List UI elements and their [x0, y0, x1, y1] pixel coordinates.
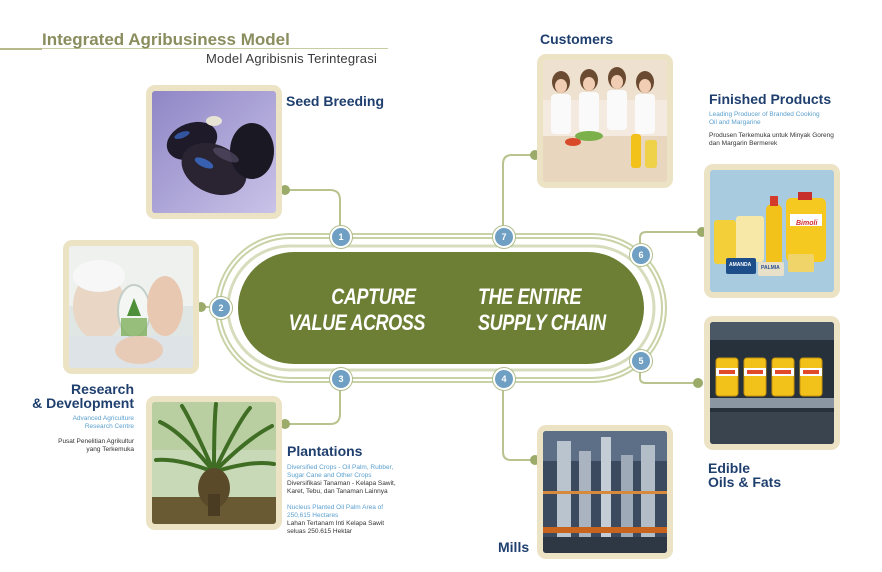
stage-number-4: 4: [493, 368, 515, 390]
stage-number-7: 7: [493, 226, 515, 248]
stage-number-6: 6: [630, 244, 652, 266]
connector-dot-4: [530, 455, 540, 465]
stage-title-research: Research & Development: [20, 382, 134, 410]
oil-production-line-image: [710, 322, 834, 444]
plantations-desc-en-1: Diversified Crops - Oil Palm, Rubber, Su…: [287, 464, 394, 480]
stage-title-plantations: Plantations: [287, 443, 363, 459]
stage-title-mills: Mills: [498, 539, 530, 555]
product-brand-label: Bimoli: [796, 220, 818, 227]
finished-products-photo: Bimoli AMANDA PALMIA: [704, 164, 840, 298]
center-pill: [238, 252, 644, 364]
connector-dot-2: [196, 302, 206, 312]
palm-tree-image: [152, 402, 276, 524]
stage-title-edible-oils-line2: Oils & Fats: [708, 474, 782, 490]
finished-products-desc-id: Produsen Terkemuka untuk Minyak Goreng d…: [709, 132, 834, 148]
research-desc-id: Pusat Penelitian Agrikultur yang Terkemu…: [58, 438, 134, 454]
stage-number-3: 3: [330, 368, 352, 390]
slogan-left-line1: CAPTURE: [331, 284, 416, 309]
stage-number-5: 5: [630, 350, 652, 372]
stage-number-1: 1: [330, 226, 352, 248]
slogan-left: CAPTURE VALUE ACROSS: [289, 284, 426, 336]
title-rule: [42, 48, 388, 49]
slogan-right: THE ENTIRE SUPPLY CHAIN: [478, 284, 606, 336]
plantations-desc-en-2: Nucleus Planted Oil Palm Area of 250,615…: [287, 504, 384, 520]
stage-title-edible-oils-line1: Edible: [708, 460, 751, 476]
connector-dot-3: [280, 419, 290, 429]
title-rule-accent: [0, 48, 42, 50]
product-margarine-label-2: PALMIA: [761, 265, 780, 271]
slogan-left-line2: VALUE ACROSS: [288, 310, 426, 335]
plantations-desc-id-1: Diversifikasi Tanaman - Kelapa Sawit, Ka…: [287, 480, 396, 496]
page-title: Integrated Agribusiness Model: [42, 30, 290, 49]
slogan-right-line2: SUPPLY CHAIN: [478, 310, 606, 335]
connector-lines: [201, 154, 700, 461]
plantations-desc-id-2: Lahan Tertanam Inti Kelapa Sawit seluas …: [287, 520, 385, 536]
customers-kitchen-image: [543, 60, 667, 182]
connector-dot-5: [693, 378, 703, 388]
finished-products-desc-en: Leading Producer of Branded Cooking Oil …: [709, 111, 820, 127]
research-desc-en: Advanced Agriculture Research Centre: [72, 415, 134, 431]
stage-title-research-line1: Research: [70, 381, 134, 397]
researcher-image: [69, 246, 193, 368]
product-margarine-label-1: AMANDA: [729, 262, 752, 268]
stage-title-research-line2: & Development: [32, 395, 134, 411]
research-photo: [63, 240, 199, 374]
customers-photo: [537, 54, 673, 188]
stage-title-edible-oils: Edible Oils & Fats: [708, 461, 781, 489]
mill-machinery-image: [543, 431, 667, 553]
slogan-right-line1: THE ENTIRE: [478, 284, 582, 309]
stage-title-finished-products: Finished Products: [709, 91, 832, 107]
mills-photo: [537, 425, 673, 559]
page-subtitle: Model Agribisnis Terintegrasi: [206, 51, 378, 66]
connector-dot-7: [530, 150, 540, 160]
edible-oils-photo: [704, 316, 840, 450]
stage-title-customers: Customers: [540, 31, 614, 47]
plantations-photo: [146, 396, 282, 530]
seeds-image: [152, 91, 276, 213]
seed-breeding-photo: [146, 85, 282, 219]
branded-products-image: [710, 170, 834, 292]
stage-number-2: 2: [210, 297, 232, 319]
stage-title-seed-breeding: Seed Breeding: [286, 93, 385, 109]
connector-dot-1: [280, 185, 290, 195]
connector-dot-6: [697, 227, 707, 237]
